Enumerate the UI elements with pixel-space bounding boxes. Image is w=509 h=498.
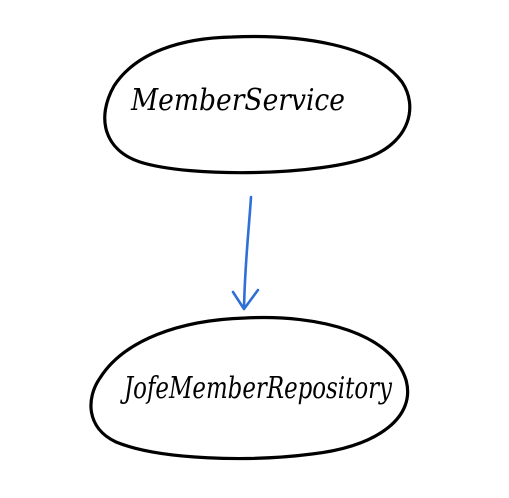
node-member-service: MemberService bbox=[103, 34, 412, 175]
node-jdbc-member-repository: JofeMemberRepository bbox=[89, 315, 410, 461]
node-member-service-ellipse bbox=[103, 34, 412, 175]
node-jdbc-member-repository-ellipse bbox=[89, 315, 410, 461]
edge-member-service-to-repository bbox=[231, 195, 260, 311]
edge-line bbox=[242, 195, 253, 310]
node-member-service-label: MemberService bbox=[130, 83, 345, 118]
node-jdbc-member-repository-label: JofeMemberRepository bbox=[119, 371, 392, 406]
arrowhead-icon bbox=[231, 288, 260, 311]
